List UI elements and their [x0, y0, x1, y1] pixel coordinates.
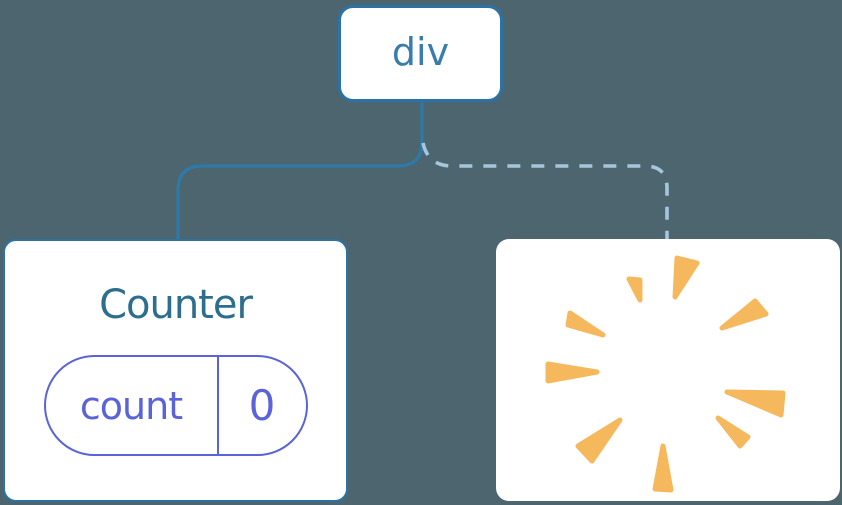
state-pill: count 0 [43, 355, 308, 456]
state-key: count [79, 383, 183, 428]
poof-starburst-icon [545, 255, 786, 493]
div-node-label: div [391, 29, 450, 74]
edge-div-to-destroyed [421, 142, 669, 239]
edge-div-to-counter [176, 102, 424, 240]
counter-component-title: Counter [99, 282, 253, 328]
state-value: 0 [216, 357, 306, 454]
tree-node-destroyed [496, 239, 840, 501]
tree-node-counter: Counter count 0 [3, 239, 348, 502]
tree-node-div: div [338, 5, 503, 102]
